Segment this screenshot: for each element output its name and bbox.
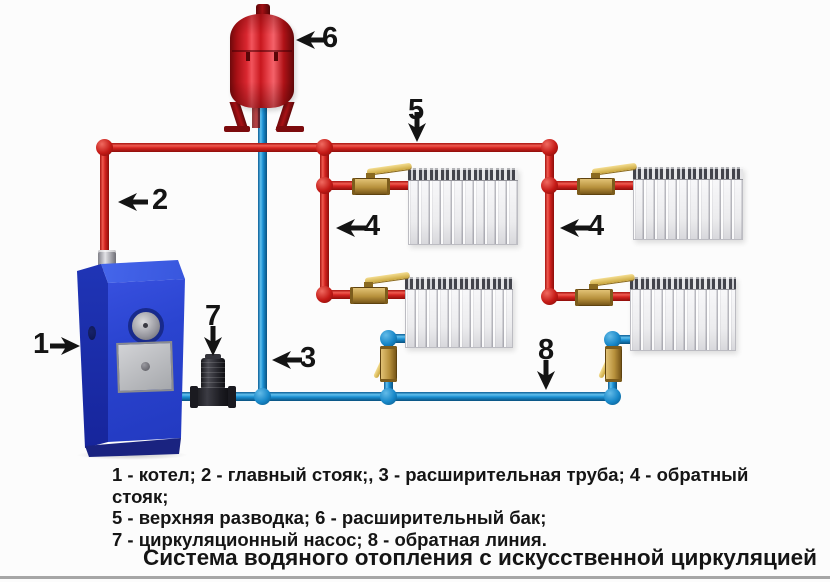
tank-foot	[276, 126, 304, 132]
legend-line-1: 1 - котел; 2 - главный стояк;, 3 - расши…	[112, 464, 749, 507]
radiator3-valve	[350, 271, 410, 304]
diagram-title: Система водяного отопления с искусственн…	[142, 545, 818, 570]
radiator4-valve	[575, 273, 635, 306]
tank-body	[230, 14, 294, 108]
pipe-junction	[604, 388, 621, 405]
radiator-top-left	[408, 168, 518, 245]
label-return-riser-right: 4	[588, 210, 605, 242]
label-return-line: 8	[538, 334, 555, 366]
arrow-right-icon	[50, 337, 80, 355]
arrow-down-icon	[537, 360, 555, 390]
label-circulation-pump: 7	[205, 300, 222, 332]
radiator4-return-valve	[598, 346, 622, 382]
pipe-junction	[316, 139, 333, 156]
label-upper-distribution: 5	[408, 94, 425, 126]
label-return-riser-left: 4	[364, 210, 381, 242]
radiator2-valve	[577, 162, 637, 195]
arrow-left-icon	[296, 31, 326, 49]
tank-foot	[224, 126, 250, 132]
radiator-bottom-right	[630, 277, 736, 351]
pipe-junction	[316, 177, 333, 194]
pipe-junction	[380, 388, 397, 405]
pump-housing	[190, 386, 236, 408]
pipe-junction	[541, 139, 558, 156]
pipe-junction	[541, 177, 558, 194]
radiator-top-right	[633, 167, 743, 240]
tank-nipple	[256, 4, 270, 16]
boiler-gauge	[128, 308, 164, 344]
expansion-tank	[222, 2, 306, 134]
label-expansion-pipe: 3	[300, 342, 317, 374]
main-riser-pipe	[100, 144, 109, 270]
boiler-panel	[116, 341, 174, 393]
arrow-left-icon	[336, 219, 366, 237]
tank-leg	[252, 104, 260, 128]
radiator3-return-stub	[384, 334, 411, 343]
expansion-pipe	[258, 104, 267, 401]
arrow-down-icon	[408, 112, 426, 142]
radiator4-return-stub	[608, 335, 635, 344]
left-riser-pipe	[320, 143, 329, 300]
label-boiler: 1	[33, 328, 50, 360]
pipe-junction	[541, 288, 558, 305]
bottom-border	[0, 576, 830, 579]
arrow-left-icon	[560, 219, 590, 237]
arrow-left-icon	[118, 193, 148, 211]
pipe-junction	[316, 286, 333, 303]
pipe-junction	[380, 330, 397, 347]
label-expansion-tank: 6	[322, 22, 339, 54]
right-riser-pipe	[545, 143, 554, 301]
legend-line-3: 7 - циркуляционный насос; 8 - обратная л…	[112, 528, 547, 550]
tank-seam	[232, 50, 292, 52]
legend-line-2: 5 - верхняя разводка; 6 - расширительный…	[112, 507, 547, 528]
arrow-down-icon	[204, 326, 222, 356]
radiator-bottom-left	[405, 277, 513, 348]
pump-motor	[201, 354, 225, 390]
boiler	[68, 250, 190, 460]
radiator1-valve	[352, 162, 412, 195]
pipe-junction	[604, 331, 621, 348]
circulation-pump	[190, 352, 236, 410]
radiator3-return-valve	[373, 346, 397, 382]
arrow-left-icon	[272, 351, 302, 369]
pipe-junction	[96, 139, 113, 156]
pipe-junction	[254, 388, 271, 405]
label-main-riser: 2	[152, 184, 169, 216]
legend: 1 - котел; 2 - главный стояк;, 3 - расши…	[112, 464, 792, 550]
